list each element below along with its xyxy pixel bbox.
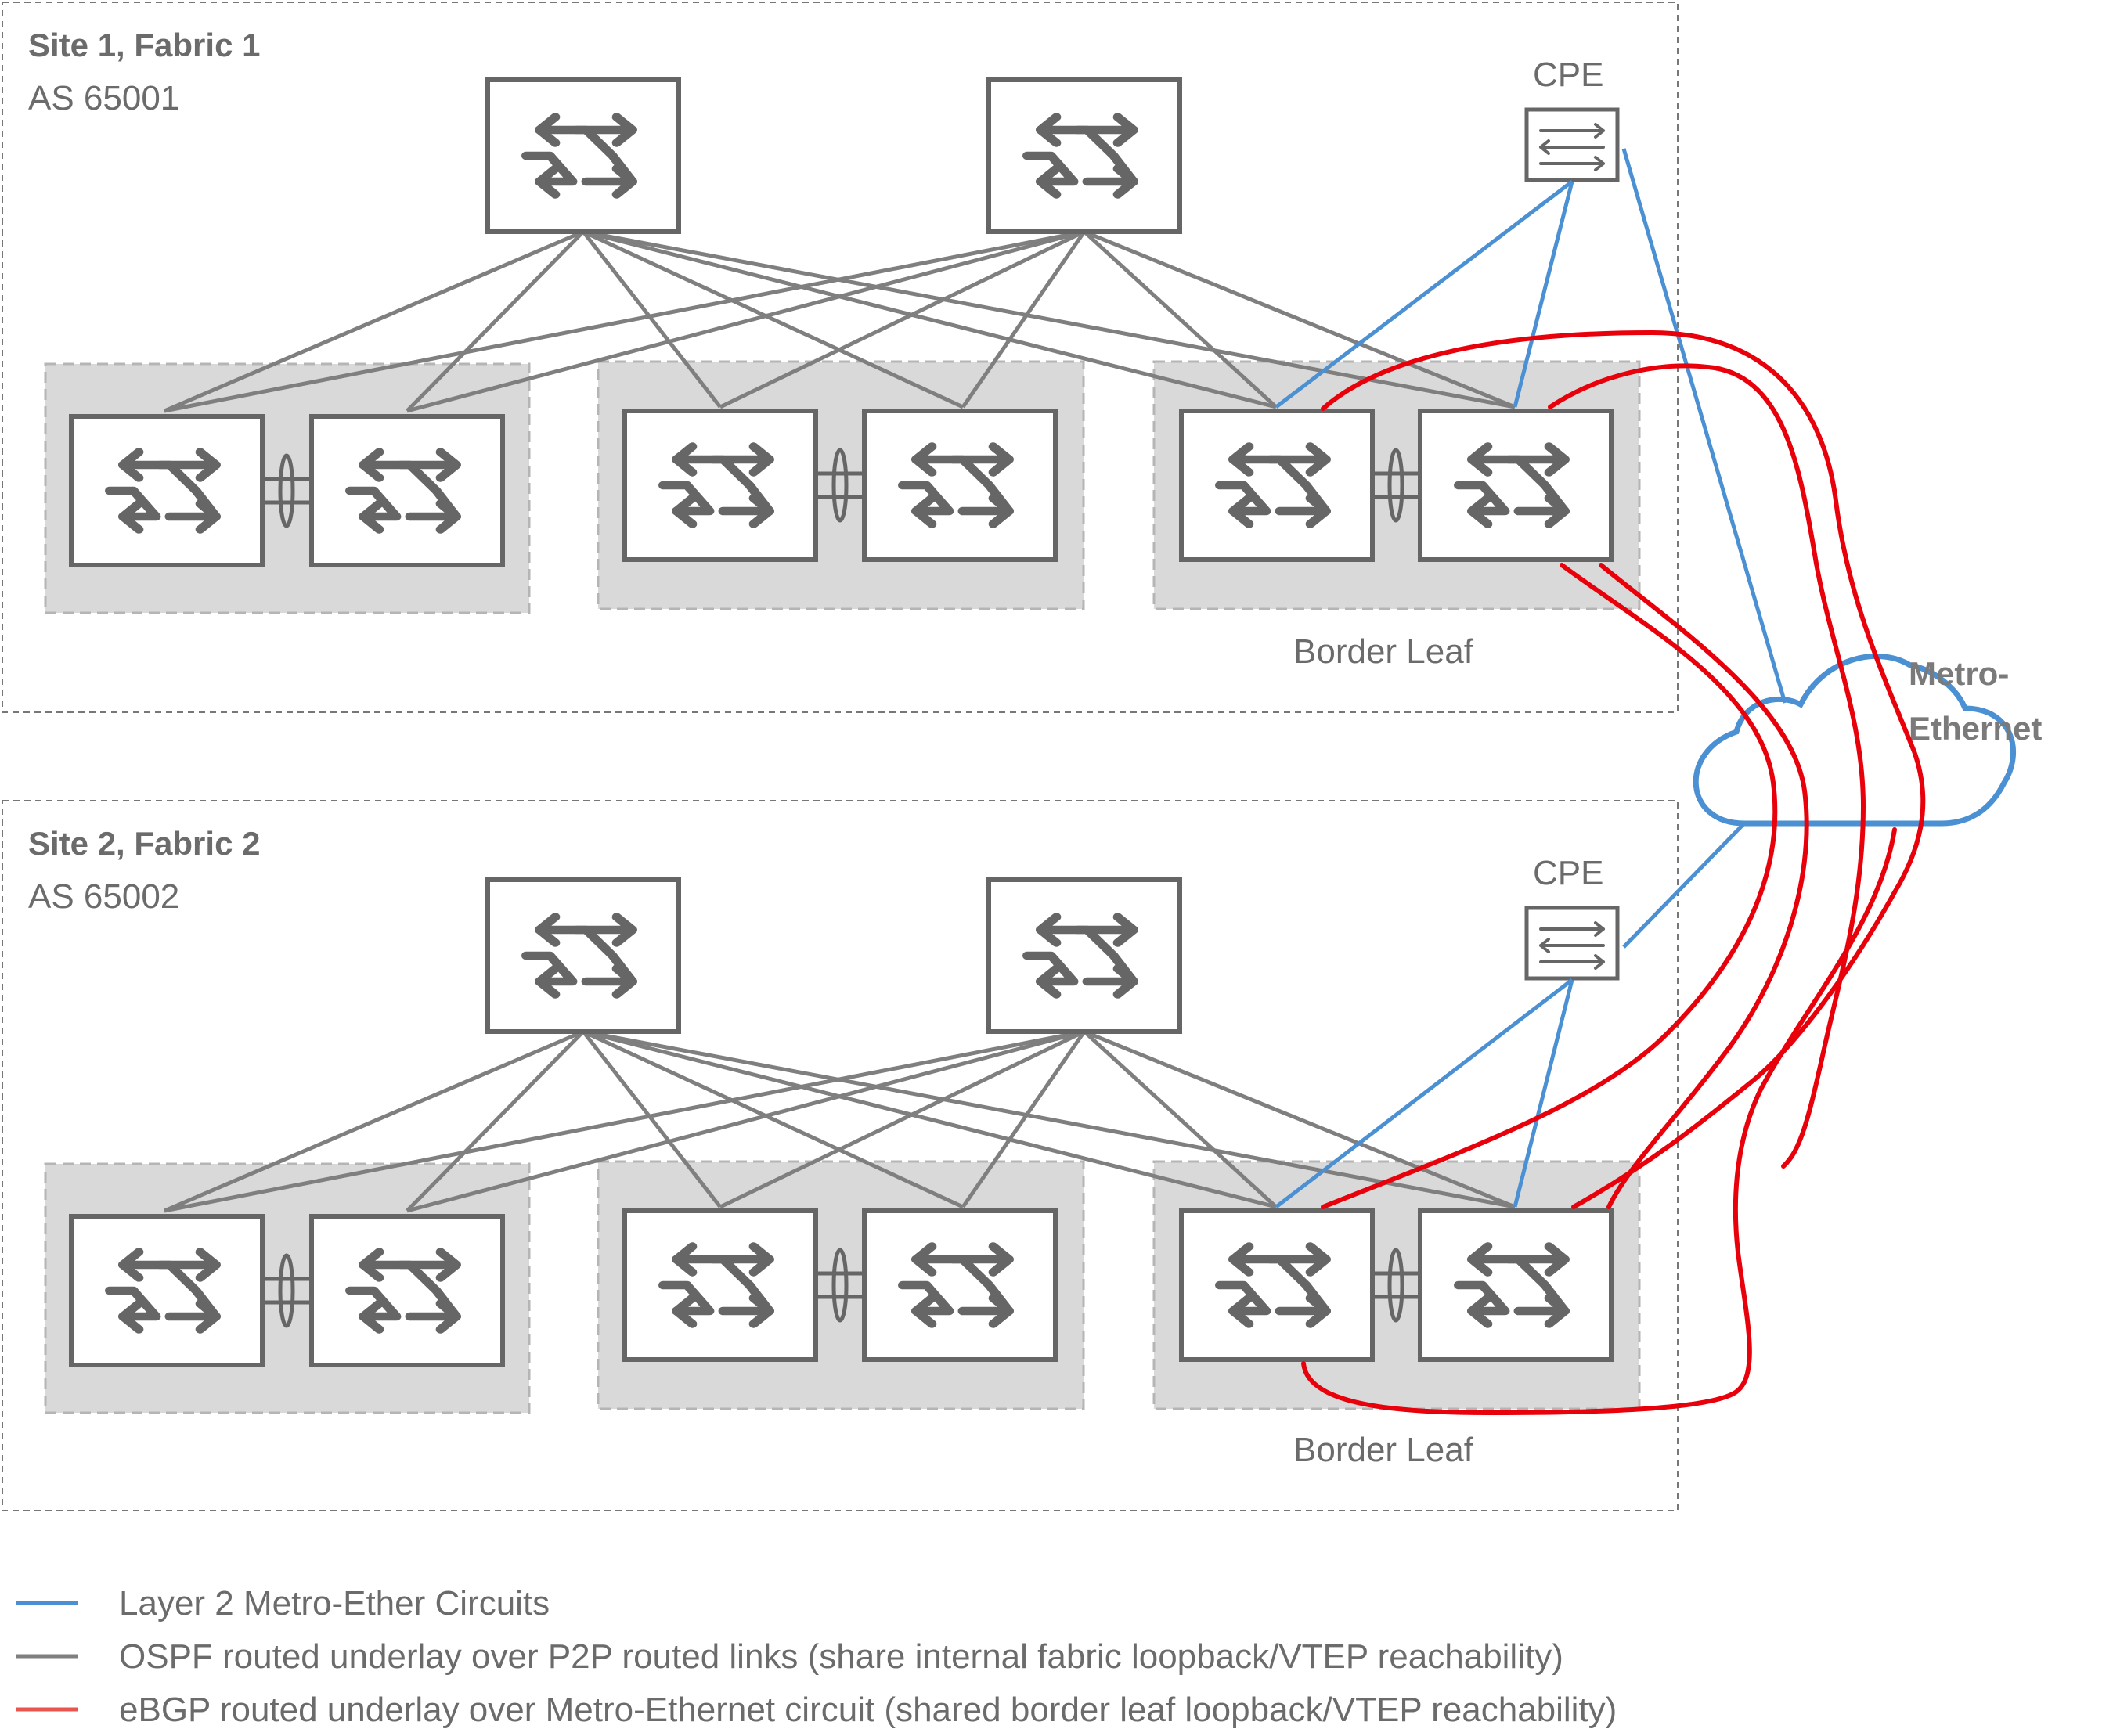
leaf-switch xyxy=(69,414,265,567)
border-leaf-switch xyxy=(1418,1208,1614,1362)
cloud-label-line-2: Ethernet xyxy=(1909,710,2042,747)
legend-text: Layer 2 Metro-Ether Circuits xyxy=(119,1584,550,1623)
cpe-label: CPE xyxy=(1533,854,1603,892)
legend-text: eBGP routed underlay over Metro-Ethernet… xyxy=(119,1691,1617,1729)
ospf-links-site-2 xyxy=(164,1029,1516,1213)
spine-switch xyxy=(986,77,1182,234)
site-2-as-number: AS 65002 xyxy=(28,877,179,916)
border-leaf-switch xyxy=(1179,409,1375,562)
leaf-switch xyxy=(309,414,505,567)
cloud-label-line-1: Metro- xyxy=(1909,655,2009,692)
cpe-label: CPE xyxy=(1533,56,1603,94)
border-leaf-switch xyxy=(1179,1208,1375,1362)
lag-bundle-icon xyxy=(262,453,312,528)
leaf-switch xyxy=(622,1208,818,1362)
leaf-switch xyxy=(862,409,1058,562)
legend-item-ospf: OSPF routed underlay over P2P routed lin… xyxy=(16,1637,1563,1676)
border-leaf-label: Border Leaf xyxy=(1293,1431,1474,1469)
site-2-fabric: Site 2, Fabric 2 AS 65002 xyxy=(2,800,1679,1511)
site-1-fabric: Site 1, Fabric 1 AS 65001 xyxy=(2,2,1679,713)
border-leaf-label: Border Leaf xyxy=(1293,632,1474,671)
leaf-switch xyxy=(309,1214,505,1367)
lag-bundle-icon xyxy=(816,1248,864,1323)
site-1-boundary xyxy=(2,2,1679,713)
ospf-links-site-1 xyxy=(164,229,1516,413)
cpe-router-icon xyxy=(1524,906,1620,981)
site-1-title: Site 1, Fabric 1 xyxy=(28,27,260,63)
spine-switch xyxy=(986,877,1182,1034)
site-1-as-number: AS 65001 xyxy=(28,79,179,117)
lag-bundle-icon xyxy=(1372,1248,1420,1323)
leaf-switch xyxy=(69,1214,265,1367)
border-leaf-switch xyxy=(1418,409,1614,562)
cpe-router-icon xyxy=(1524,107,1620,182)
legend-text: OSPF routed underlay over P2P routed lin… xyxy=(119,1637,1563,1676)
legend-item-l2-circuits: Layer 2 Metro-Ether Circuits xyxy=(16,1584,550,1623)
leaf-switch xyxy=(862,1208,1058,1362)
leaf-switch xyxy=(622,409,818,562)
site-2-title: Site 2, Fabric 2 xyxy=(28,825,260,862)
lag-bundle-icon xyxy=(1372,448,1420,523)
l2-metro-ether-circuits xyxy=(1275,148,1787,1208)
site-2-boundary xyxy=(2,800,1679,1511)
legend-item-ebgp: eBGP routed underlay over Metro-Ethernet… xyxy=(16,1691,1617,1729)
spine-switch xyxy=(485,877,681,1034)
lag-bundle-icon xyxy=(816,448,864,523)
spine-switch xyxy=(485,77,681,234)
ebgp-underlay-links xyxy=(1301,330,1926,1416)
legend: Layer 2 Metro-Ether Circuits OSPF routed… xyxy=(16,1584,1617,1729)
lag-bundle-icon xyxy=(262,1253,312,1328)
